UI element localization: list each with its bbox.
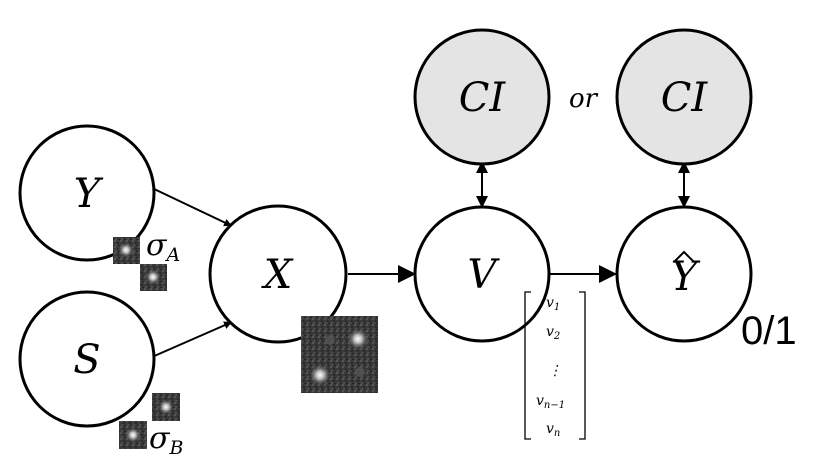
vector-element-base: v xyxy=(546,421,554,437)
sigma-a-symbol: σ xyxy=(146,228,168,263)
vector-element: vn xyxy=(546,421,560,439)
node-x: X xyxy=(208,204,348,344)
edge-y-to-x xyxy=(151,187,233,227)
vector-v: v1 v2 ⋮ vn−1 vn xyxy=(524,291,586,440)
node-s: S xyxy=(18,290,156,428)
vector-element: v1 xyxy=(546,295,560,313)
or-label: or xyxy=(569,84,599,114)
vector-element-base: v xyxy=(546,324,554,340)
vector-element-sub: 1 xyxy=(554,302,560,313)
vector-element: ⋮ xyxy=(548,363,562,379)
node-v: V xyxy=(413,205,551,343)
node-ci-right-label: CI xyxy=(661,75,709,121)
vector-element-base: v xyxy=(546,295,554,311)
node-ci-left-label: CI xyxy=(459,75,507,121)
x-patch xyxy=(301,316,378,393)
node-ci-right: CI xyxy=(615,28,753,166)
vector-element: vn−1 xyxy=(536,393,565,411)
hat-accent xyxy=(673,250,695,263)
node-y-hat: Y xyxy=(615,205,753,343)
sigma-b-patches xyxy=(119,393,180,449)
sigma-b-label: σB xyxy=(149,421,183,459)
vector-bracket-left xyxy=(524,291,531,440)
edge-s-to-x xyxy=(151,321,233,358)
vector-element-sub: n xyxy=(554,428,560,439)
vector-element-base: ⋮ xyxy=(548,363,562,379)
node-y-hat-label: Y xyxy=(671,254,701,300)
sigma-a-label: σA xyxy=(146,228,180,266)
sigma-b-subscript: B xyxy=(168,437,183,459)
vector-element-sub: 2 xyxy=(553,331,560,342)
node-y: Y xyxy=(18,124,156,262)
output-label: 0/1 xyxy=(741,309,797,353)
vector-element-base: v xyxy=(536,393,544,409)
vector-element-sub: n−1 xyxy=(544,400,565,411)
node-x-label: X xyxy=(261,252,294,298)
node-v-label: V xyxy=(468,252,501,298)
sigma-b-symbol: σ xyxy=(149,421,171,456)
sigma-a-patches xyxy=(113,237,167,291)
sigma-a-subscript: A xyxy=(164,244,180,266)
node-ci-left: CI xyxy=(413,28,551,166)
vector-bracket-right xyxy=(579,291,586,440)
node-s-label: S xyxy=(73,337,100,383)
node-y-label: Y xyxy=(74,171,104,217)
vector-element: v2 xyxy=(546,324,560,342)
